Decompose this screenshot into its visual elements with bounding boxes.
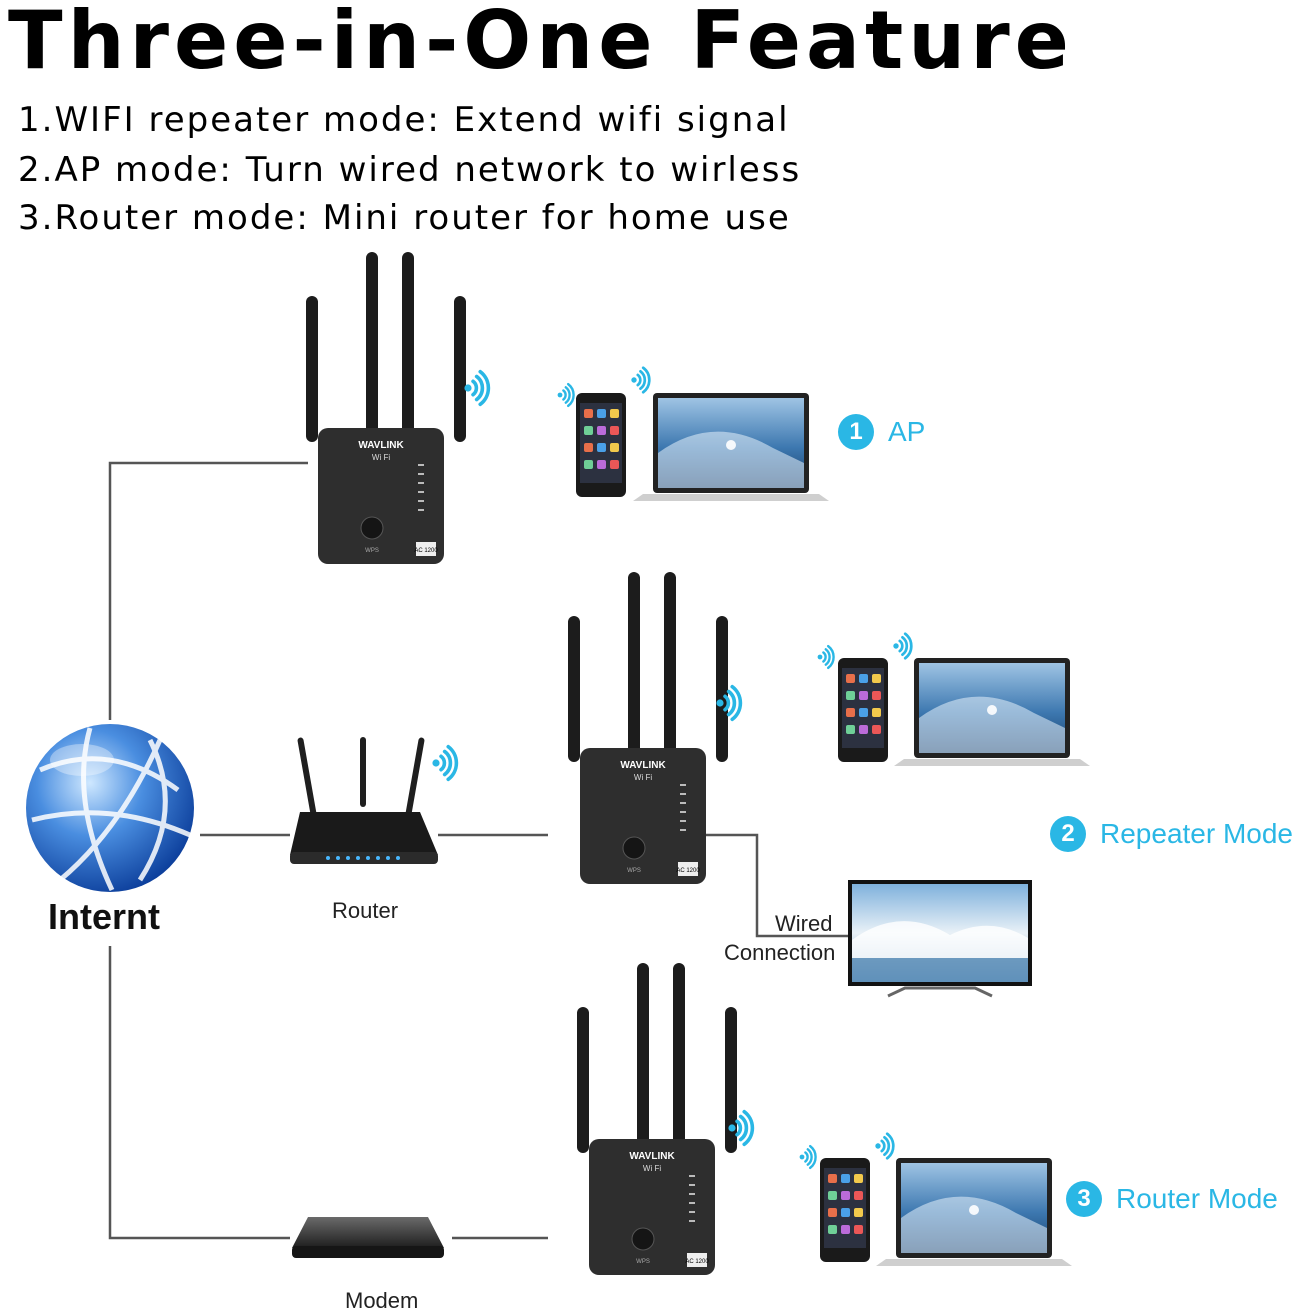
wifi-signal-icon: [631, 366, 651, 394]
wps-text: WPS: [636, 1259, 650, 1265]
laptop-icon: [633, 393, 829, 501]
wifi-signal-icon: [557, 382, 575, 408]
model-text: AC 1200: [685, 1259, 709, 1265]
range-extender-repeater: WAVLINK Wi Fi WPS AC 1200: [568, 572, 728, 884]
feature-ap: 2.AP mode: Turn wired network to wirless: [18, 150, 802, 190]
brand-text: WAVLINK: [629, 1151, 675, 1162]
wifi-signal-icon: [716, 684, 743, 722]
smartphone-icon: [838, 658, 888, 762]
wifi-signal-icon: [893, 632, 913, 660]
model-text: AC 1200: [676, 868, 700, 874]
wifi-signal-icon: [728, 1109, 755, 1147]
laptop-icon: [876, 1158, 1072, 1266]
wifi-text: Wi Fi: [634, 773, 652, 782]
range-extender-ap: WAVLINK Wi Fi WPS AC 1200: [306, 252, 466, 564]
wifi-text: Wi Fi: [643, 1164, 661, 1173]
connection-label: Connection: [724, 940, 836, 965]
connection-lines: [108, 461, 848, 1240]
model-text: AC 1200: [414, 548, 438, 554]
wifi-signal-icon: [817, 644, 835, 670]
mode-label: Router Mode: [1116, 1183, 1278, 1214]
wps-text: WPS: [365, 548, 379, 554]
mode-router: 3 Router Mode: [1066, 1181, 1278, 1217]
wifi-text: Wi Fi: [372, 453, 390, 462]
wifi-signal-icon: [464, 369, 491, 407]
mode-number-badge: 1: [838, 414, 874, 450]
mode-number-badge: 2: [1050, 816, 1086, 852]
router-label: Router: [332, 898, 399, 923]
range-extender-router-mode: WAVLINK Wi Fi WPS AC 1200: [577, 963, 737, 1275]
brand-text: WAVLINK: [358, 440, 404, 451]
mode-number-badge: 3: [1066, 1181, 1102, 1217]
smartphone-icon: [576, 393, 626, 497]
feature-repeater: 1.WIFI repeater mode: Extend wifi signal: [18, 100, 790, 140]
wifi-signal-icon: [875, 1132, 895, 1160]
brand-text: WAVLINK: [620, 760, 666, 771]
modem-label: Modem: [345, 1288, 419, 1313]
wired-label: Wired: [775, 911, 833, 936]
mode-label: Repeater Mode: [1100, 818, 1292, 849]
mode-label: AP: [888, 416, 926, 447]
wifi-signal-icon: [799, 1144, 817, 1170]
feature-router: 3.Router mode: Mini router for home use: [18, 198, 791, 238]
modem-icon: [292, 1217, 444, 1258]
internet-label: Internt: [48, 896, 160, 937]
router-icon: [290, 737, 438, 864]
globe-icon: [26, 724, 194, 892]
wifi-signal-icon: [432, 744, 459, 782]
title: Three-in-One Feature: [8, 0, 1074, 87]
wps-text: WPS: [627, 868, 641, 874]
tv-icon: [848, 880, 1032, 998]
mode-repeater: 2 Repeater Mode: [1050, 816, 1292, 852]
smartphone-icon: [820, 1158, 870, 1262]
mode-ap: 1 AP: [838, 414, 925, 450]
laptop-icon: [894, 658, 1090, 766]
